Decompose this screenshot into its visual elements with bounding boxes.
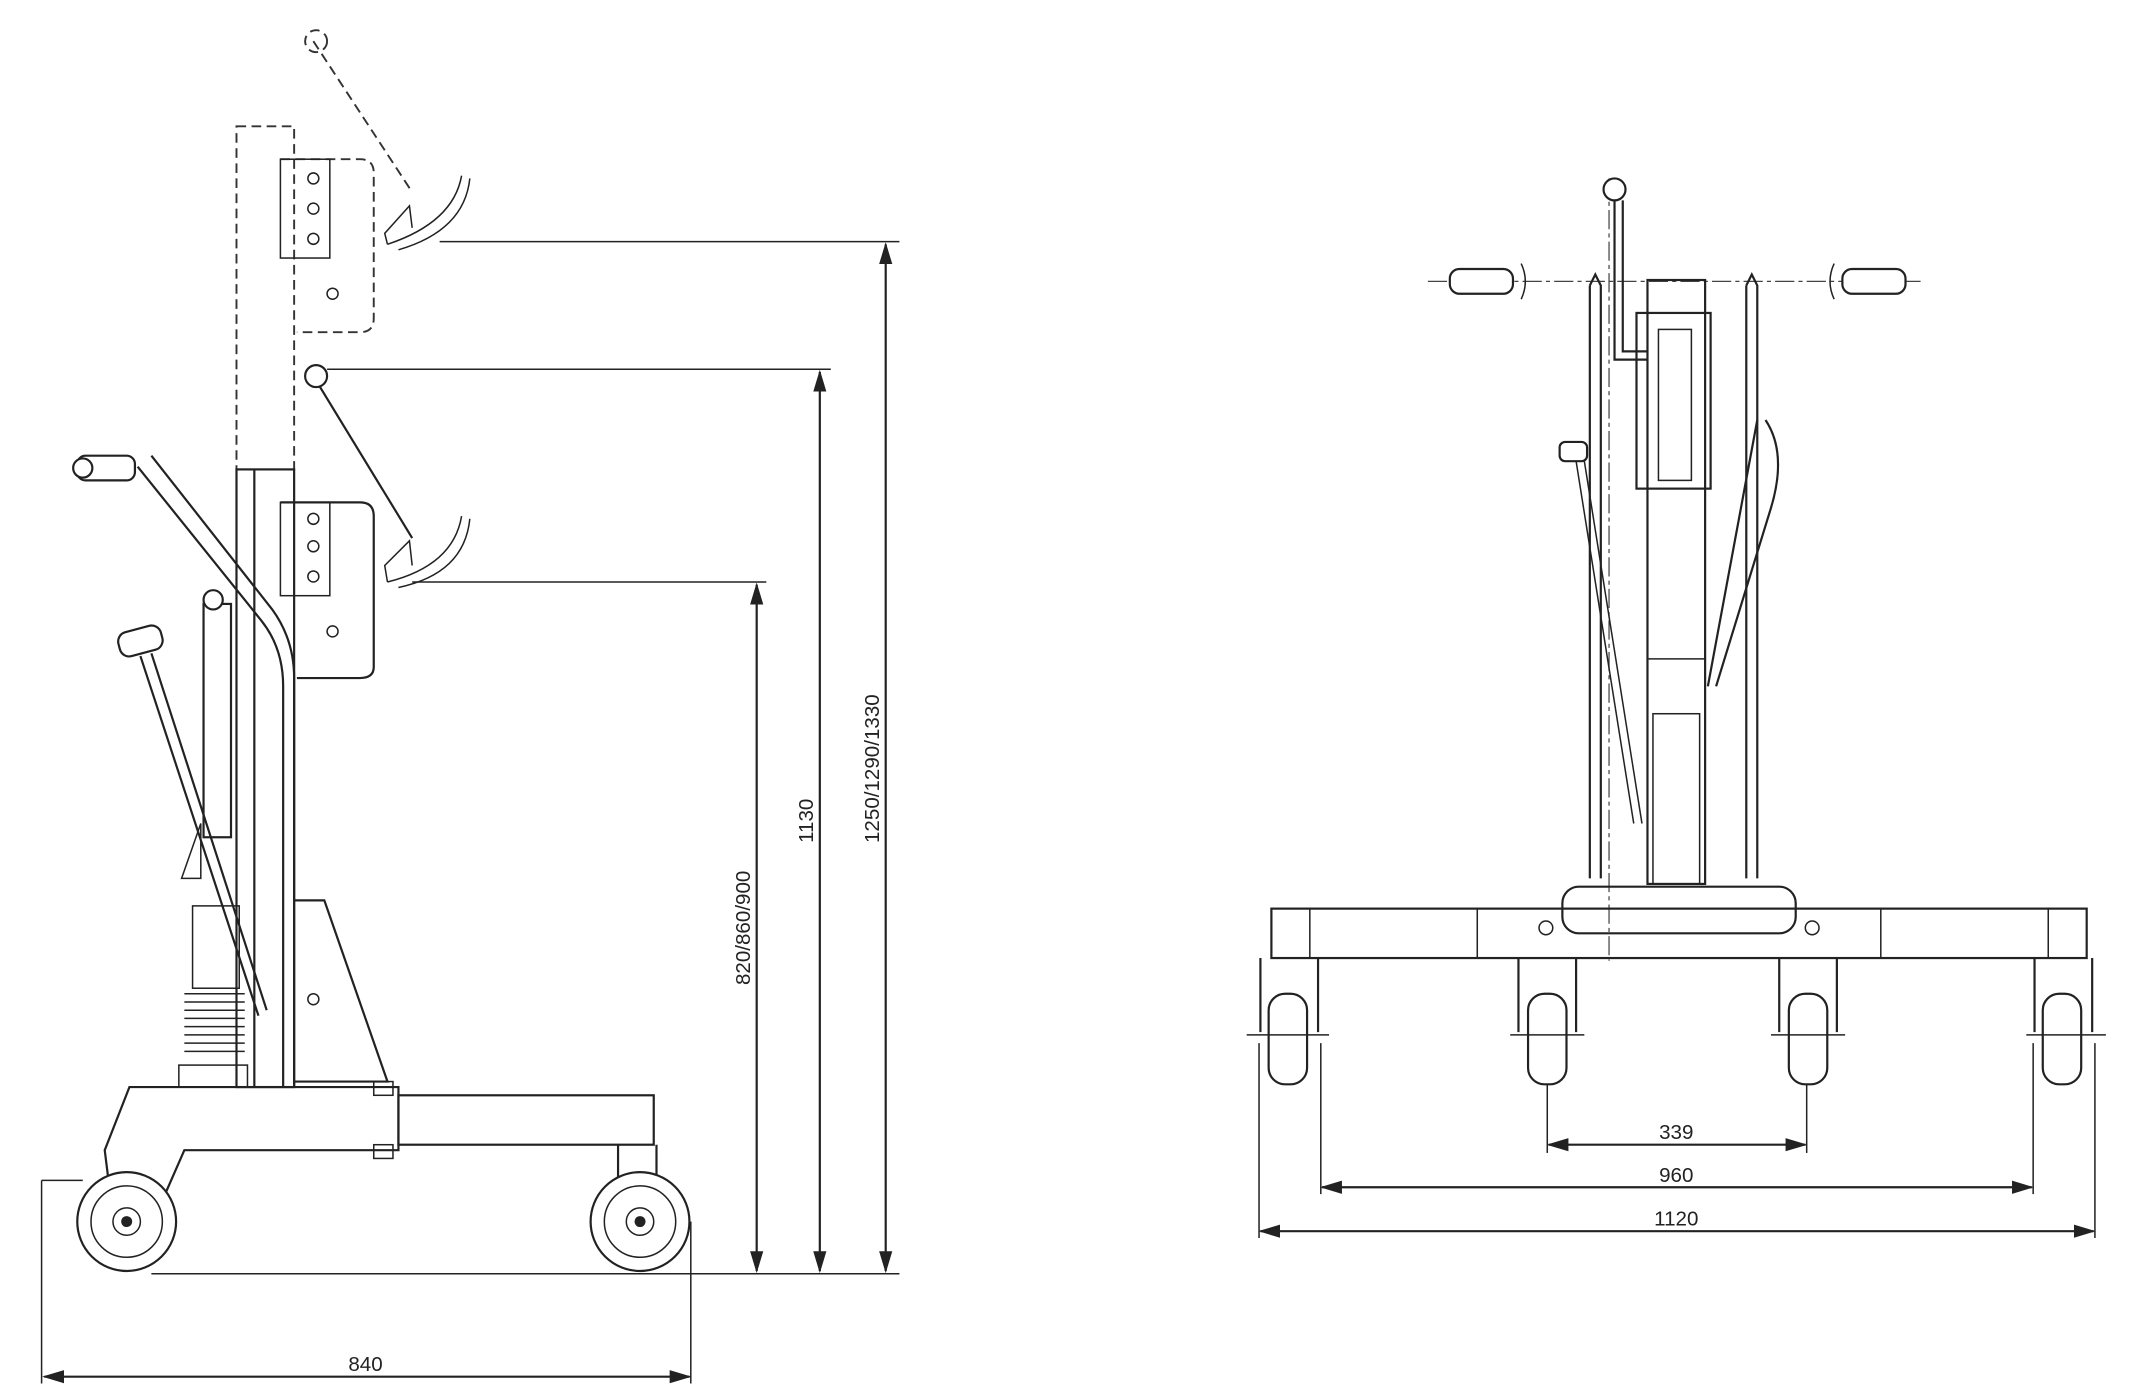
right-grip: [1841, 267, 1907, 295]
left-upright: [1588, 272, 1602, 879]
mast-brace: [294, 899, 390, 1083]
caster-inner-right: [1770, 958, 1846, 1086]
dim-min-height: 820/860/900: [732, 871, 755, 985]
pump-lever: [139, 655, 260, 1017]
right-upright: [1745, 272, 1759, 879]
dim-inner-wheel-track: 339: [1659, 1121, 1693, 1144]
rear-wheel: [76, 1171, 178, 1273]
dim-mid-height: 1130: [795, 799, 818, 843]
dim-middle-wheel-track: 960: [1659, 1164, 1693, 1187]
push-handle: [136, 465, 285, 1088]
spring: [184, 992, 245, 1053]
carriage-front: [1635, 311, 1712, 490]
dim-overall-length: 840: [348, 1353, 382, 1376]
caster-inner-left: [1510, 958, 1585, 1086]
carriage-raised: [280, 158, 375, 334]
base-beam: [1561, 885, 1797, 935]
mast-front: [1646, 278, 1707, 886]
front-crossbar: [1270, 907, 2088, 960]
front-view: 339 960 1120: [1246, 177, 2106, 1239]
side-view: 1250/1290/1330 1130 820/860/900 840: [40, 29, 900, 1384]
front-wheel: [589, 1171, 691, 1273]
dim-max-height: 1250/1290/1330: [861, 694, 884, 843]
chassis-leg: [397, 1094, 655, 1146]
carriage: [280, 501, 375, 680]
mast: [235, 468, 296, 1089]
dim-overall-width: 1120: [1654, 1208, 1698, 1231]
caster-outer-left: [1246, 958, 1330, 1086]
hydraulic-cylinder: [202, 602, 233, 839]
left-grip: [1448, 267, 1515, 295]
caster-outer-right: [2026, 958, 2106, 1086]
mast-extended: [235, 125, 296, 471]
